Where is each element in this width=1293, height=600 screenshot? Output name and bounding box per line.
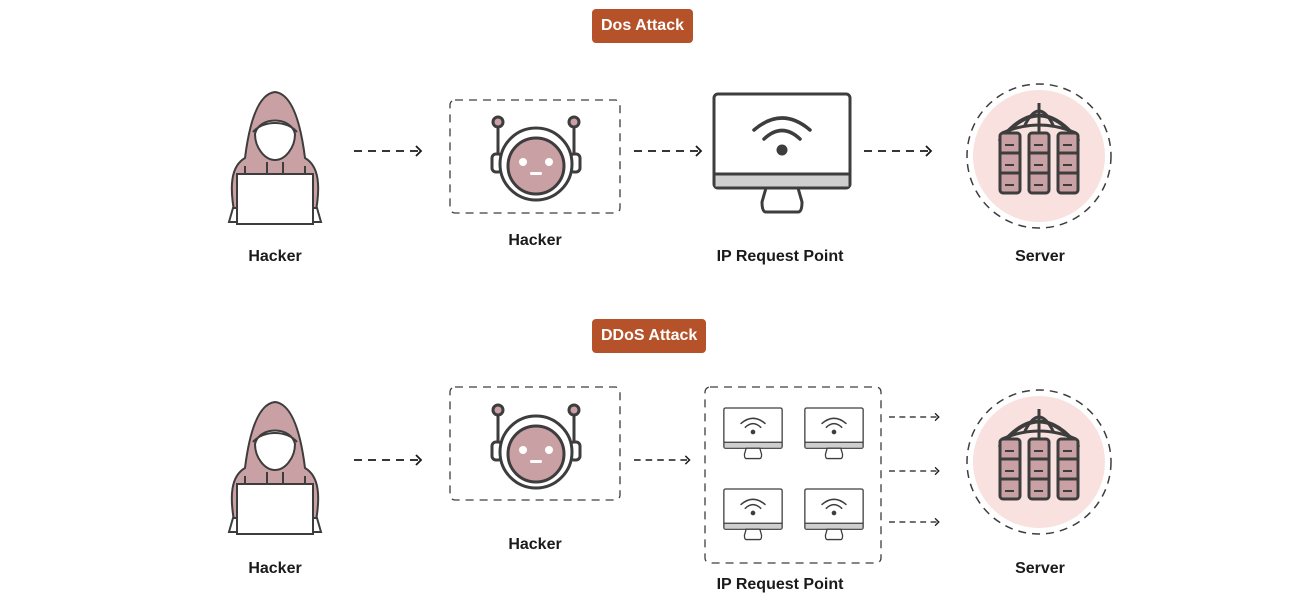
robot-bot-icon: [486, 402, 586, 492]
ddos-bot-label: Hacker: [508, 536, 562, 553]
arrow-icon: [354, 145, 424, 157]
arrow-icon: [864, 145, 934, 157]
dos-ip-request-label: IP Request Point: [716, 248, 844, 265]
hooded-hacker-icon: [215, 396, 335, 536]
bot-dashed-box: [449, 386, 621, 501]
bot-dashed-box: [449, 99, 621, 214]
arrow-icon: [634, 145, 704, 157]
ddos-server-label: Server: [1015, 560, 1065, 577]
dos-server-label: Server: [1015, 248, 1065, 265]
server-globe-icon: [964, 81, 1114, 231]
arrow-icon: [354, 454, 424, 466]
arrow-icon: [889, 516, 941, 528]
arrow-icon: [889, 465, 941, 477]
monitor-wifi-icon: [723, 488, 783, 544]
arrow-icon: [889, 411, 941, 423]
monitor-wifi-icon: [804, 488, 864, 544]
ddos-hacker-label: Hacker: [248, 560, 302, 577]
ddos-ip-request-label: IP Request Point: [716, 576, 844, 593]
monitor-wifi-icon: [712, 92, 852, 222]
monitor-wifi-icon: [723, 407, 783, 463]
dos-bot-label: Hacker: [508, 232, 562, 249]
server-globe-icon: [964, 387, 1114, 537]
dos-hacker-label: Hacker: [248, 248, 302, 265]
ddos-attack-badge: DDoS Attack: [592, 319, 707, 353]
hooded-hacker-icon: [215, 86, 335, 226]
monitor-wifi-icon: [804, 407, 864, 463]
ip-request-dashed-box: [704, 386, 882, 564]
robot-bot-icon: [486, 114, 586, 204]
arrow-icon: [634, 454, 692, 466]
dos-attack-badge: Dos Attack: [592, 9, 693, 43]
